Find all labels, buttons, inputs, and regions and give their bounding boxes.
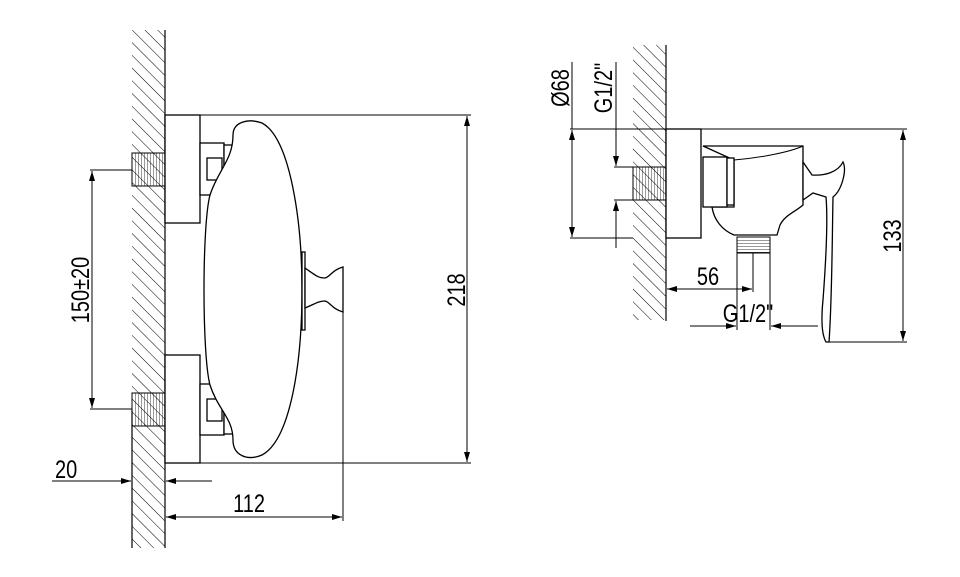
dim-label-20: 20 [55, 456, 77, 484]
plate-top [164, 114, 201, 224]
front-view: 218 150±20 20 112 [52, 30, 471, 548]
plate-bottom [164, 354, 201, 464]
cartridge-ring [726, 157, 735, 206]
body-top-curve [733, 145, 804, 161]
inlet-thread [632, 166, 667, 201]
cartridge [702, 156, 728, 208]
dim-label-150: 150±20 [67, 257, 95, 324]
thread-bottom [131, 392, 166, 427]
mixer-body [702, 145, 804, 236]
dim-label-133: 133 [879, 219, 907, 252]
wall-hatch [132, 30, 165, 548]
temperature-knob [304, 266, 344, 313]
dim-label-112: 112 [233, 490, 265, 518]
rosette [665, 128, 702, 239]
dim-label-inlet-thread: G1/2" [590, 63, 618, 113]
thread-top [131, 152, 166, 187]
side-view: 133 Ø68 G1/2" 56 G1/2" [547, 45, 907, 343]
outlet-thread [736, 236, 771, 254]
dim-label-56: 56 [697, 263, 719, 291]
lever-handle [802, 159, 846, 343]
dim-label-outlet-thread: G1/2" [723, 300, 773, 328]
mixer-body [203, 120, 303, 459]
dim-label-218: 218 [443, 273, 471, 306]
dim-label-68: Ø68 [547, 69, 575, 107]
